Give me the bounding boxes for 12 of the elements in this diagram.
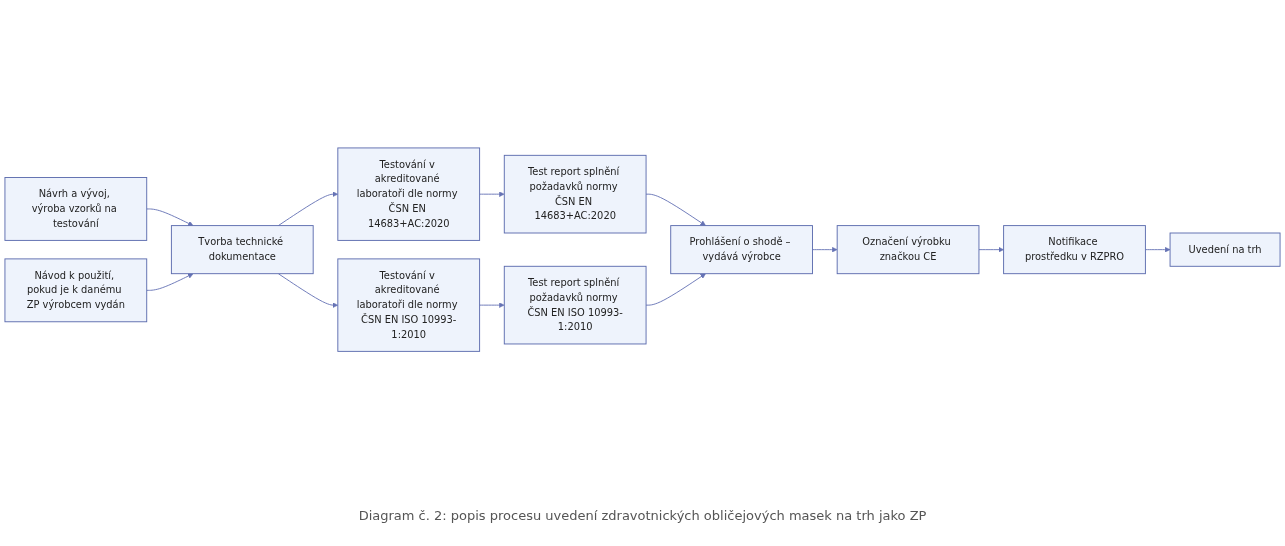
node-box: Prohlášení o shodě – vydává výrobce [670, 225, 813, 275]
node-box: Test report splnění požadavků normy ČSN EN ISO 10993-1:2010 [503, 266, 647, 345]
node-box: Testování v akreditované laboratoři dle normy ČSN EN ISO 10993-1:2010 [337, 258, 481, 353]
node-box: Testování v akreditované laboratoři dle normy ČSN EN 14683+AC:2020 [337, 147, 481, 242]
node-box: Návrh a vývoj, výroba vzorků na testování [4, 177, 148, 242]
node-box: Označení výrobku značkou CE [836, 225, 980, 275]
node-box: Uvedení na trh [1169, 232, 1281, 268]
node-box: Test report splnění požadavků normy ČSN EN 14683+AC:2020 [503, 155, 647, 234]
node-box: Notifikace prostředku v RZPRO [1003, 225, 1146, 275]
node-box: Návod k použití, pokud je k danému ZP výrobcem vydán [4, 258, 148, 323]
node-box: Tvorba technické dokumentace [170, 225, 314, 275]
caption: Diagram č. 2: popis procesu uvedení zdravotnických obličejových masek na trh jako ZP [358, 508, 927, 523]
